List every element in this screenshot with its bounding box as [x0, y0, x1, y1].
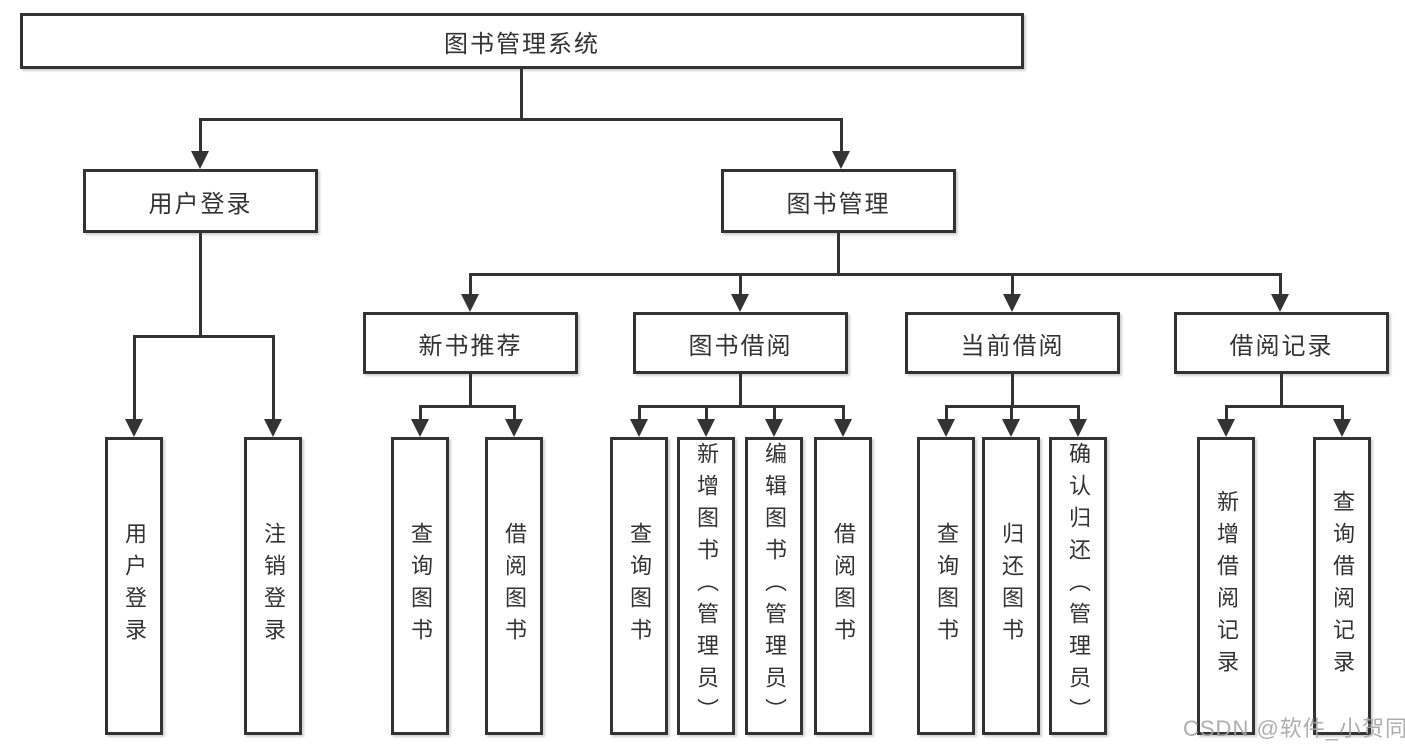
leaf-confirm-return-admin-label: 确认归还（管理员） [1066, 442, 1091, 730]
leaf-edit-book-admin-label: 编辑图书（管理员） [762, 442, 787, 730]
node-new-book-recommend: 新书推荐 [363, 312, 578, 374]
node-user-login: 用户登录 [83, 169, 318, 233]
node-borrow-record-label: 借阅记录 [1229, 332, 1334, 360]
node-book-borrow-label: 图书借阅 [688, 332, 793, 360]
connector-line [469, 374, 472, 405]
leaf-add-book-admin: 新增图书（管理员） [677, 437, 735, 735]
leaf-return-book: 归还图书 [982, 437, 1040, 735]
connector-line [1077, 405, 1080, 421]
leaf-query-book-current: 查询图书 [917, 437, 975, 735]
node-book-management: 图书管理 [721, 169, 956, 233]
connector-line [705, 405, 708, 421]
connector-line [1280, 374, 1283, 405]
connector-line [133, 335, 136, 421]
node-user-login-label: 用户登录 [148, 190, 253, 218]
leaf-logout-label: 注销登录 [261, 522, 286, 650]
arrow-down-icon [832, 151, 850, 169]
arrow-down-icon [1217, 419, 1235, 437]
arrow-down-icon [1003, 294, 1021, 312]
arrow-down-icon [765, 419, 783, 437]
arrow-down-icon [1271, 294, 1289, 312]
arrow-down-icon [630, 419, 648, 437]
node-current-borrow: 当前借阅 [905, 312, 1120, 374]
connector-line [1225, 405, 1344, 408]
arrow-down-icon [461, 294, 479, 312]
connector-line [419, 405, 422, 421]
connector-line [842, 405, 845, 421]
arrow-down-icon [505, 419, 523, 437]
leaf-query-book-recommend-label: 查询图书 [408, 522, 433, 650]
leaf-return-book-label: 归还图书 [999, 522, 1024, 650]
connector-line [773, 405, 776, 421]
connector-line [945, 405, 948, 421]
node-root-system: 图书管理系统 [20, 13, 1024, 69]
leaf-confirm-return-admin: 确认归还（管理员） [1049, 437, 1107, 735]
node-borrow-record: 借阅记录 [1174, 312, 1389, 374]
leaf-query-book-borrow: 查询图书 [610, 437, 668, 735]
connector-line [520, 68, 523, 118]
node-new-book-recommend-label: 新书推荐 [418, 332, 523, 360]
connector-line [469, 273, 472, 296]
connector-line [1011, 374, 1014, 405]
leaf-borrow-book-recommend: 借阅图书 [485, 437, 543, 735]
leaf-query-book-recommend: 查询图书 [391, 437, 449, 735]
leaf-add-book-admin-label: 新增图书（管理员） [694, 442, 719, 730]
connector-line [638, 405, 845, 408]
connector-line [837, 233, 840, 273]
connector-line [133, 335, 274, 338]
leaf-add-borrow-record: 新增借阅记录 [1197, 437, 1255, 735]
connector-line [1011, 273, 1014, 296]
leaf-borrow-book: 借阅图书 [814, 437, 872, 735]
leaf-add-borrow-record-label: 新增借阅记录 [1214, 490, 1239, 682]
arrow-down-icon [1002, 419, 1020, 437]
arrow-down-icon [191, 151, 209, 169]
node-root-system-label: 图书管理系统 [444, 30, 600, 58]
arrow-down-icon [1333, 419, 1351, 437]
arrow-down-icon [937, 419, 955, 437]
connector-line [1225, 405, 1228, 421]
arrow-down-icon [264, 419, 282, 437]
connector-line [1341, 405, 1344, 421]
leaf-query-borrow-record-label: 查询借阅记录 [1330, 490, 1355, 682]
leaf-borrow-book-label: 借阅图书 [831, 522, 856, 650]
leaf-borrow-book-recommend-label: 借阅图书 [502, 522, 527, 650]
leaf-user-login-label: 用户登录 [122, 522, 147, 650]
leaf-query-book-current-label: 查询图书 [934, 522, 959, 650]
leaf-query-borrow-record: 查询借阅记录 [1313, 437, 1371, 735]
connector-line [1010, 405, 1013, 421]
connector-line [199, 118, 842, 121]
connector-line [199, 118, 202, 154]
node-book-management-label: 图书管理 [786, 190, 891, 218]
connector-line [1279, 273, 1282, 296]
connector-line [513, 405, 516, 421]
leaf-query-book-borrow-label: 查询图书 [627, 522, 652, 650]
watermark: CSDN @软件_小贺同学 [1183, 716, 1405, 741]
connector-line [419, 405, 516, 408]
node-book-borrow: 图书借阅 [633, 312, 848, 374]
connector-line [199, 233, 202, 335]
arrow-down-icon [834, 419, 852, 437]
connector-line [272, 335, 275, 421]
arrow-down-icon [125, 419, 143, 437]
arrow-down-icon [411, 419, 429, 437]
arrow-down-icon [731, 294, 749, 312]
connector-line [739, 273, 742, 296]
connector-line [469, 273, 1282, 276]
arrow-down-icon [697, 419, 715, 437]
leaf-user-login: 用户登录 [105, 437, 163, 735]
connector-line [739, 374, 742, 405]
arrow-down-icon [1069, 419, 1087, 437]
leaf-edit-book-admin: 编辑图书（管理员） [745, 437, 803, 735]
leaf-logout: 注销登录 [244, 437, 302, 735]
connector-line [638, 405, 641, 421]
connector-line [840, 118, 843, 154]
node-current-borrow-label: 当前借阅 [960, 332, 1065, 360]
